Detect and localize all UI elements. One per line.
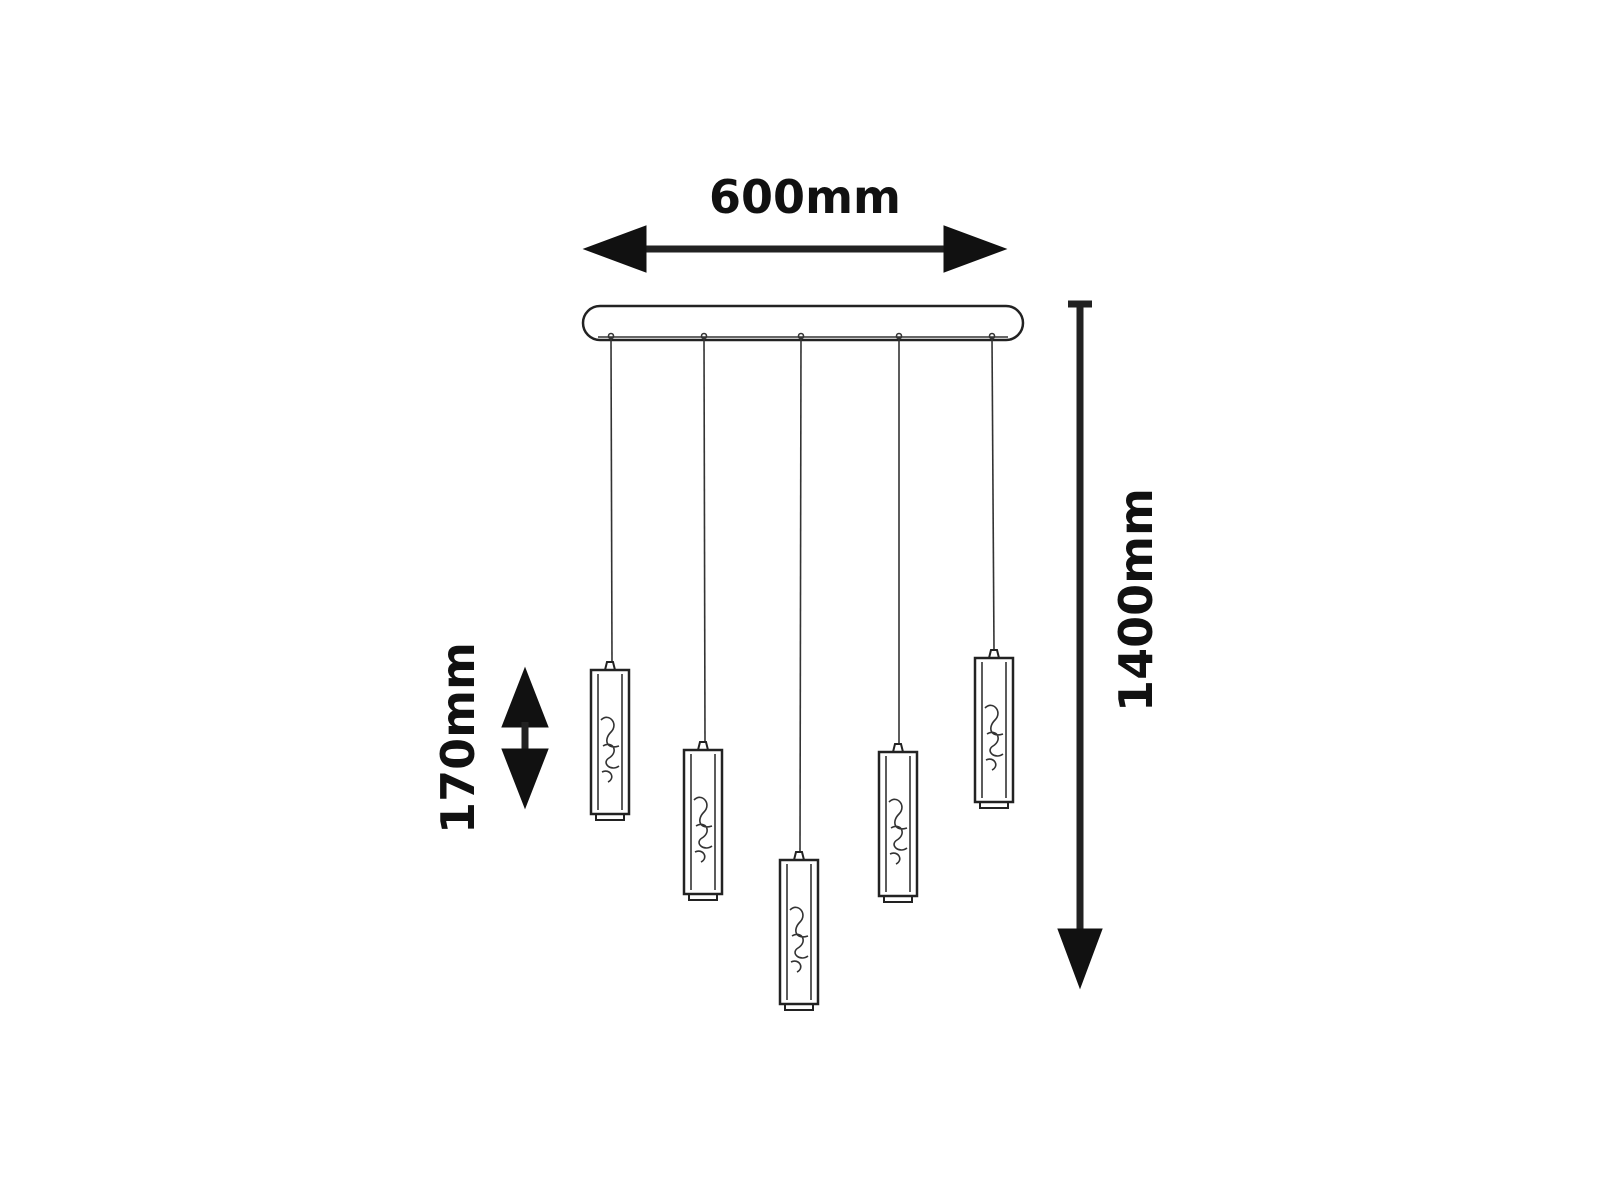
pendant-1-pattern (600, 716, 620, 783)
pendant-2-glass (682, 748, 724, 896)
width-label: 600mm (709, 170, 901, 224)
suspension-cables (607, 332, 996, 853)
pendant-height-dimension: 170mm (431, 642, 549, 834)
height-label: 1400mm (1109, 488, 1163, 712)
cable-anchor-5 (988, 332, 996, 340)
cable-anchor-3 (797, 332, 805, 340)
pendant-3-base (784, 1003, 814, 1011)
height-dimension: 1400mm (1057, 300, 1163, 990)
cable-anchor-4 (895, 332, 903, 340)
canopy-bar (581, 304, 1025, 342)
width-arrow-right-head (943, 225, 1008, 273)
pendant-5-base (979, 801, 1009, 809)
pendant-1-base (595, 813, 625, 821)
width-arrow-left-head (582, 225, 647, 273)
pendant-3 (778, 851, 820, 1011)
height-arrow-bottom-head (1057, 928, 1103, 990)
pendant-5-glass (973, 656, 1015, 804)
pendant-3-glass (778, 858, 820, 1006)
cable-anchor-1 (607, 332, 615, 340)
pendant-3-pattern (789, 906, 809, 973)
pendant-4 (877, 743, 919, 903)
pendant-height-label: 170mm (431, 642, 485, 834)
cable-2 (703, 336, 706, 743)
pendant-4-glass (877, 750, 919, 898)
cable-anchor-2 (700, 332, 708, 340)
pendant-1 (589, 661, 631, 821)
pendant-height-arrow-up-head (501, 666, 549, 728)
cable-3 (799, 336, 802, 853)
width-dimension: 600mm (582, 170, 1008, 273)
pendant-height-arrow-down-head (501, 748, 549, 810)
pendant-4-base (883, 895, 913, 903)
pendant-5-pattern (984, 704, 1004, 771)
pendant-2 (682, 741, 724, 901)
pendant-4-pattern (888, 798, 908, 865)
cable-1 (610, 336, 613, 663)
cable-5 (991, 336, 995, 651)
pendant-5 (973, 649, 1015, 809)
pendant-1-glass (589, 668, 631, 816)
pendant-2-pattern (693, 796, 713, 863)
pendant-2-base (688, 893, 718, 901)
